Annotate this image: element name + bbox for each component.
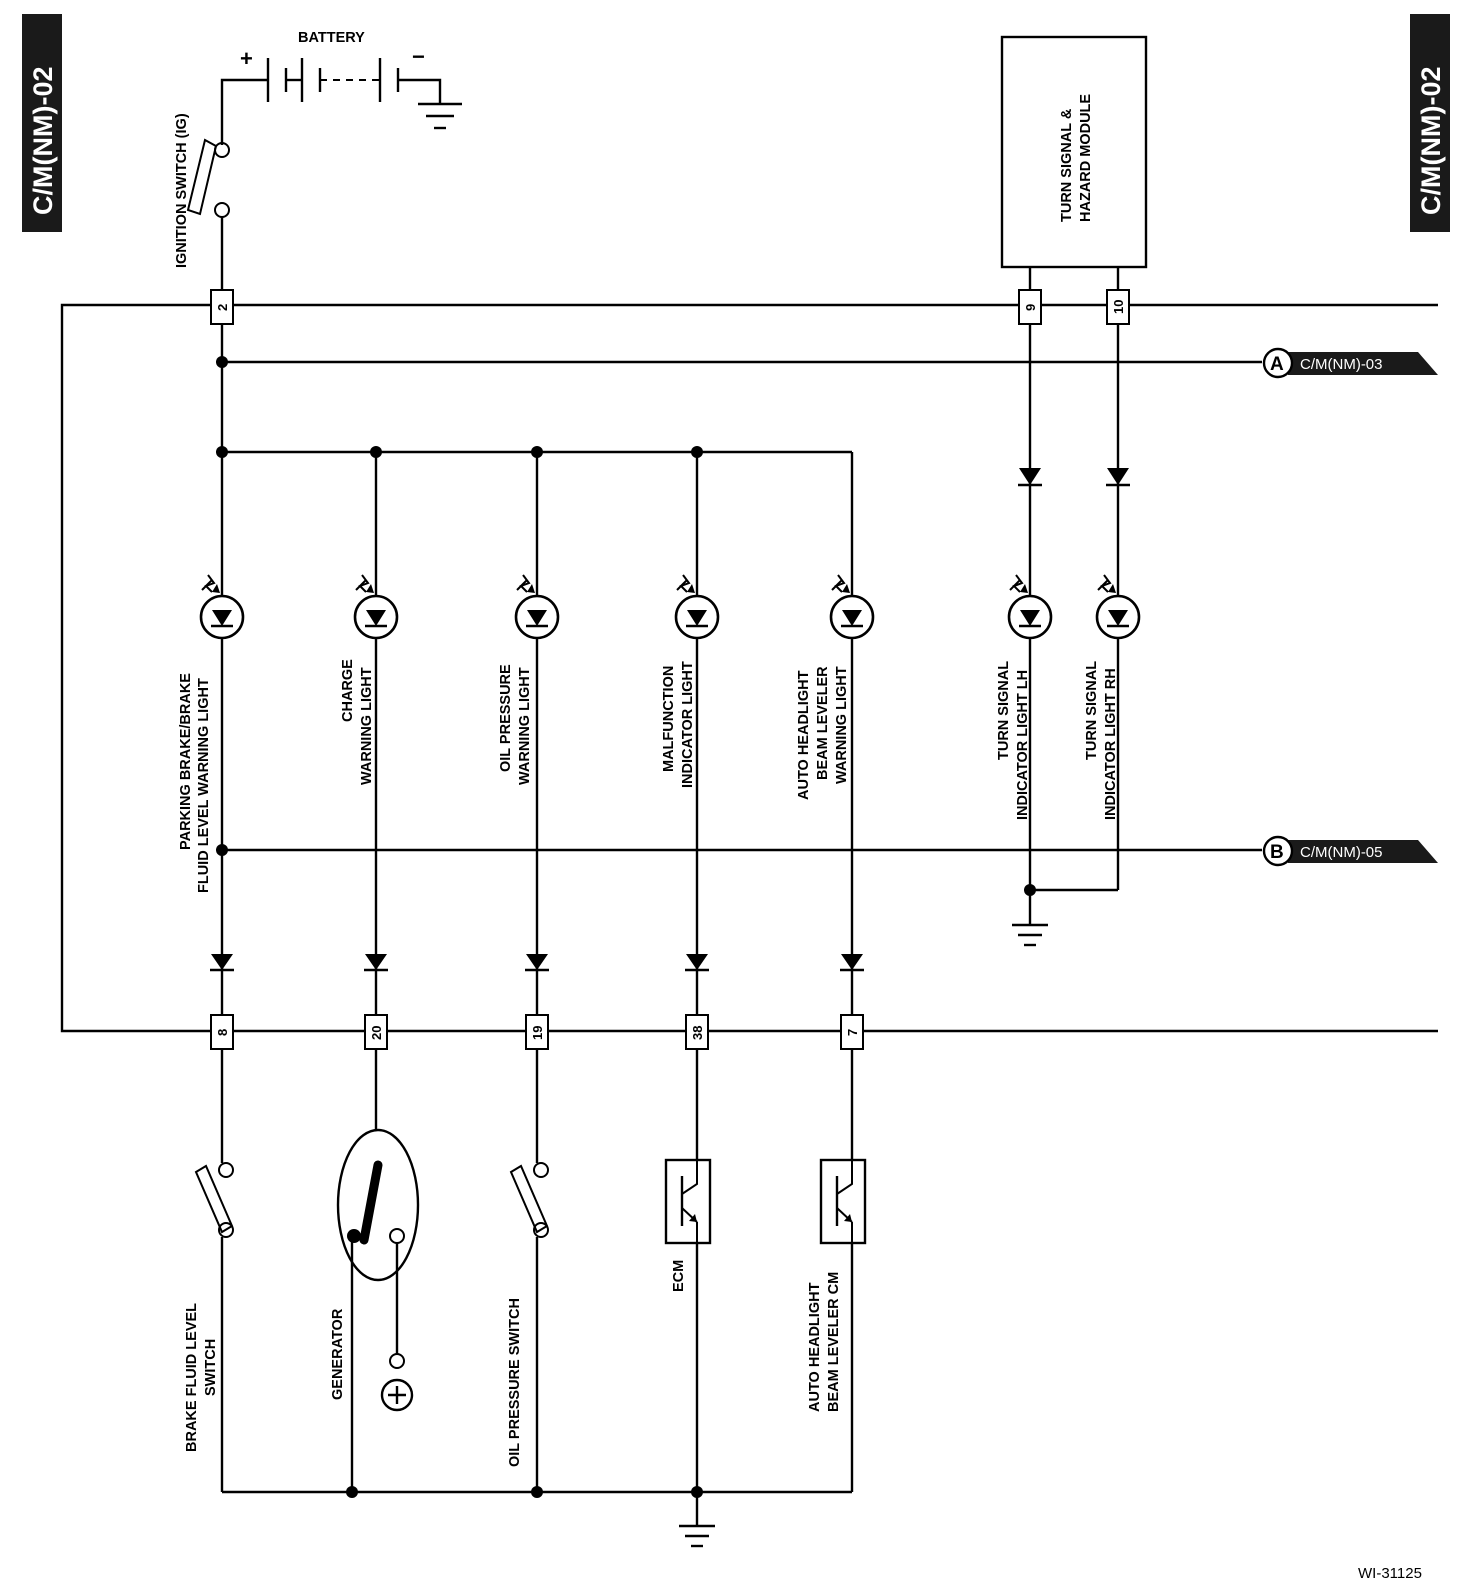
reference-b-label: C/M(NM)-05	[1300, 844, 1383, 861]
svg-text:TURN SIGNAL: TURN SIGNAL	[996, 661, 1012, 760]
junction-dots	[216, 356, 1036, 1498]
svg-text:ECM: ECM	[671, 1260, 687, 1292]
battery: BATTERY + −	[220, 30, 462, 145]
oil-pressure-switch: OIL PRESSURE SWITCH	[507, 1162, 549, 1467]
svg-text:WARNING LIGHT: WARNING LIGHT	[517, 667, 533, 785]
top-connector-pin: 10	[1106, 289, 1130, 325]
diode-turn-rh	[1106, 468, 1130, 487]
reference-b-letter: B	[1270, 842, 1284, 863]
svg-text:20: 20	[369, 1026, 384, 1040]
battery-label: BATTERY	[298, 30, 365, 46]
lamp-oil-pressure: OIL PRESSURE WARNING LIGHT	[498, 573, 560, 785]
battery-plus: +	[240, 46, 253, 71]
bottom-connector-pin: 19	[525, 1014, 549, 1050]
svg-text:PARKING BRAKE/BRAKE: PARKING BRAKE/BRAKE	[178, 673, 194, 850]
svg-text:19: 19	[530, 1026, 545, 1040]
svg-text:FLUID LEVEL WARNING LIGHT: FLUID LEVEL WARNING LIGHT	[196, 678, 212, 893]
lamp-charge: CHARGE WARNING LIGHT	[340, 573, 399, 785]
top-connector-pin: 2	[210, 289, 234, 325]
svg-text:INDICATOR LIGHT: INDICATOR LIGHT	[680, 661, 696, 788]
brake-fluid-level-switch: BRAKE FLUID LEVEL SWITCH	[184, 1162, 234, 1452]
generator: GENERATOR	[330, 1128, 420, 1412]
diode-row	[210, 954, 864, 972]
svg-text:8: 8	[215, 1029, 230, 1036]
bottom-connector-pin: 8	[210, 1014, 234, 1050]
reference-a: A C/M(NM)-03	[1262, 347, 1438, 379]
lower-wiring	[220, 1049, 854, 1548]
svg-text:BEAM LEVELER: BEAM LEVELER	[815, 666, 831, 780]
svg-text:GENERATOR: GENERATOR	[330, 1308, 346, 1400]
svg-text:38: 38	[690, 1026, 705, 1040]
svg-text:AUTO HEADLIGHT: AUTO HEADLIGHT	[807, 1282, 823, 1412]
svg-text:AUTO HEADLIGHT: AUTO HEADLIGHT	[796, 670, 812, 800]
lamp-malfunction: MALFUNCTION INDICATOR LIGHT	[661, 573, 720, 788]
turn-signal-hazard-module: TURN SIGNAL & HAZARD MODULE	[1000, 35, 1148, 290]
page-tab-right: C/M(NM)-02	[1410, 14, 1450, 232]
reference-a-letter: A	[1270, 354, 1284, 375]
svg-text:BEAM LEVELER CM: BEAM LEVELER CM	[826, 1272, 842, 1412]
bottom-connector-pin: 20	[364, 1014, 388, 1050]
lamp-turn-lh: TURN SIGNAL INDICATOR LIGHT LH	[996, 573, 1053, 820]
reference-a-label: C/M(NM)-03	[1300, 356, 1383, 373]
svg-text:2: 2	[215, 304, 230, 311]
svg-text:TURN SIGNAL: TURN SIGNAL	[1084, 661, 1100, 760]
module-label-line1: TURN SIGNAL &	[1059, 108, 1075, 222]
battery-minus: −	[412, 44, 425, 69]
svg-text:7: 7	[845, 1029, 860, 1036]
svg-text:INDICATOR LIGHT LH: INDICATOR LIGHT LH	[1015, 670, 1031, 820]
svg-text:INDICATOR LIGHT RH: INDICATOR LIGHT RH	[1103, 668, 1119, 820]
svg-text:OIL PRESSURE: OIL PRESSURE	[498, 664, 514, 772]
ignition-switch-label: IGNITION SWITCH (IG)	[174, 113, 190, 268]
figure-id: WI-31125	[1358, 1565, 1422, 1582]
feed-wiring	[220, 324, 1262, 1015]
ignition-switch: IGNITION SWITCH (IG)	[174, 113, 230, 290]
svg-text:WARNING LIGHT: WARNING LIGHT	[834, 666, 850, 784]
svg-text:SWITCH: SWITCH	[203, 1339, 219, 1396]
page-tab-left-text: C/M(NM)-02	[28, 67, 58, 216]
svg-text:CHARGE: CHARGE	[340, 659, 356, 722]
lamp-turn-rh: TURN SIGNAL INDICATOR LIGHT RH	[1084, 573, 1141, 820]
bottom-connector-pin: 38	[685, 1014, 709, 1050]
svg-text:OIL PRESSURE SWITCH: OIL PRESSURE SWITCH	[507, 1298, 523, 1467]
reference-b: B C/M(NM)-05	[1262, 835, 1438, 867]
lamp-auto-headlight: AUTO HEADLIGHT BEAM LEVELER WARNING LIGH…	[796, 573, 875, 800]
lamp-parking-brake: PARKING BRAKE/BRAKE FLUID LEVEL WARNING …	[178, 573, 245, 893]
bottom-connector-pin: 7	[840, 1014, 864, 1050]
svg-text:MALFUNCTION: MALFUNCTION	[661, 666, 677, 772]
diode-turn-lh	[1018, 468, 1042, 487]
svg-text:BRAKE FLUID LEVEL: BRAKE FLUID LEVEL	[184, 1303, 200, 1452]
top-harness	[60, 303, 1438, 1033]
page-tab-left: C/M(NM)-02	[22, 14, 62, 232]
page-tab-right-text: C/M(NM)-02	[1416, 67, 1446, 216]
top-connector-pin: 9	[1018, 289, 1042, 325]
leveler-cm-transistor: AUTO HEADLIGHT BEAM LEVELER CM	[807, 1158, 867, 1412]
module-label-line2: HAZARD MODULE	[1078, 94, 1094, 222]
svg-text:10: 10	[1111, 300, 1126, 314]
svg-text:9: 9	[1023, 304, 1038, 311]
svg-text:WARNING LIGHT: WARNING LIGHT	[359, 667, 375, 785]
ecm-transistor: ECM	[664, 1158, 712, 1292]
